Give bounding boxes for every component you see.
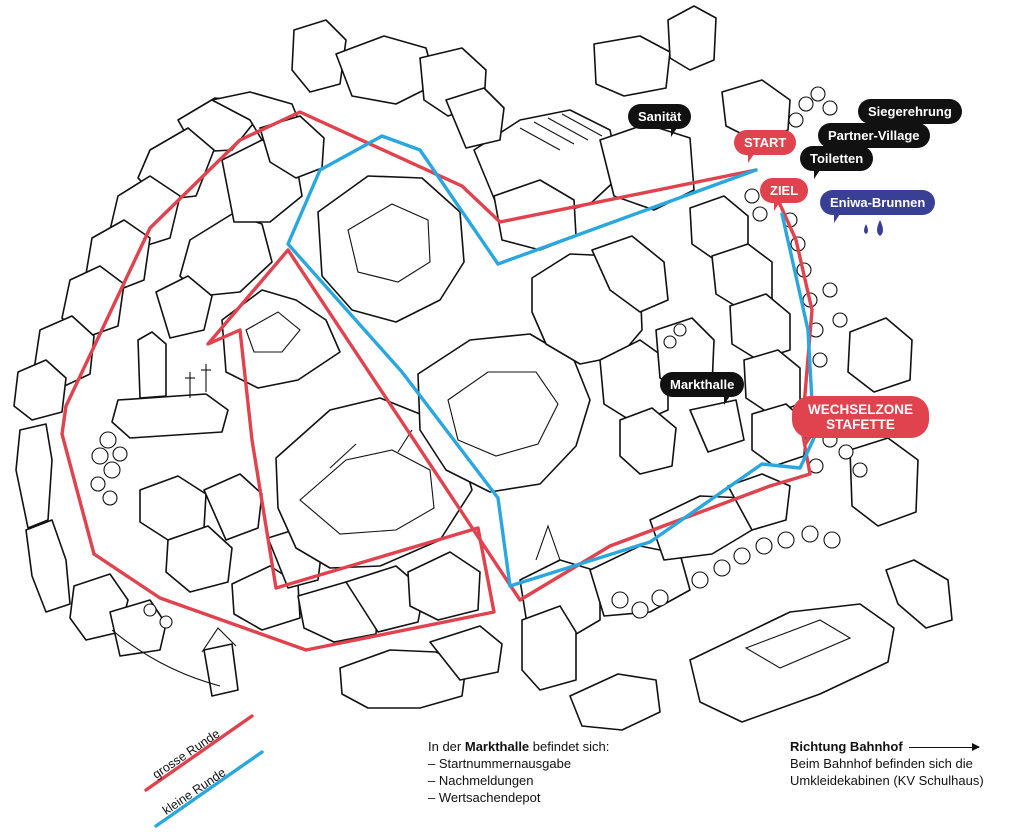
label-partner-village: Partner-Village [818, 123, 930, 156]
markthalle-info: In der Markthalle befindet sich: – Start… [428, 738, 609, 806]
drop-icon [877, 220, 883, 236]
route-grosse-runde [60, 110, 814, 652]
markthalle-info-list: – Startnummernausgabe – Nachmeldungen – … [428, 755, 609, 806]
label-wechselzone: WECHSELZONE STAFETTE [792, 396, 930, 446]
label-ziel: ZIEL [760, 178, 809, 211]
bahnhof-heading: Richtung Bahnhof [790, 738, 984, 755]
label-wechselzone-line2: STAFETTE [826, 417, 895, 432]
bahnhof-line1: Beim Bahnhof befinden sich die [790, 756, 973, 771]
label-sanitaet: Sanität [628, 104, 692, 137]
markthalle-info-heading: In der Markthalle befindet sich: [428, 739, 610, 754]
drop-icon [864, 224, 868, 234]
bahnhof-line2: Umkleidekabinen (KV Schulhaus) [790, 773, 984, 788]
buildings [13, 5, 953, 731]
legend-line-kleine-runde [154, 750, 264, 828]
markthalle-info-bold: Markthalle [464, 739, 530, 754]
arrow-right-icon [908, 743, 980, 752]
route-kleine-runde [286, 134, 816, 588]
list-item: – Startnummernausgabe [428, 756, 572, 771]
label-start: START [734, 130, 797, 163]
label-siegerehrung: Siegerehrung [858, 99, 962, 132]
label-wechselzone-line1: WECHSELZONE [808, 402, 914, 417]
list-item: – Nachmeldungen [428, 773, 534, 788]
label-eniwa-brunnen: Eniwa-Brunnen [820, 190, 936, 223]
bahnhof-info: Richtung Bahnhof Beim Bahnhof befinden s… [790, 738, 984, 789]
legend-line-grosse-runde [144, 714, 254, 792]
label-toiletten: Toiletten [800, 146, 874, 179]
label-markthalle: Markthalle [660, 372, 745, 405]
list-item: – Wertsachendepot [428, 790, 541, 805]
